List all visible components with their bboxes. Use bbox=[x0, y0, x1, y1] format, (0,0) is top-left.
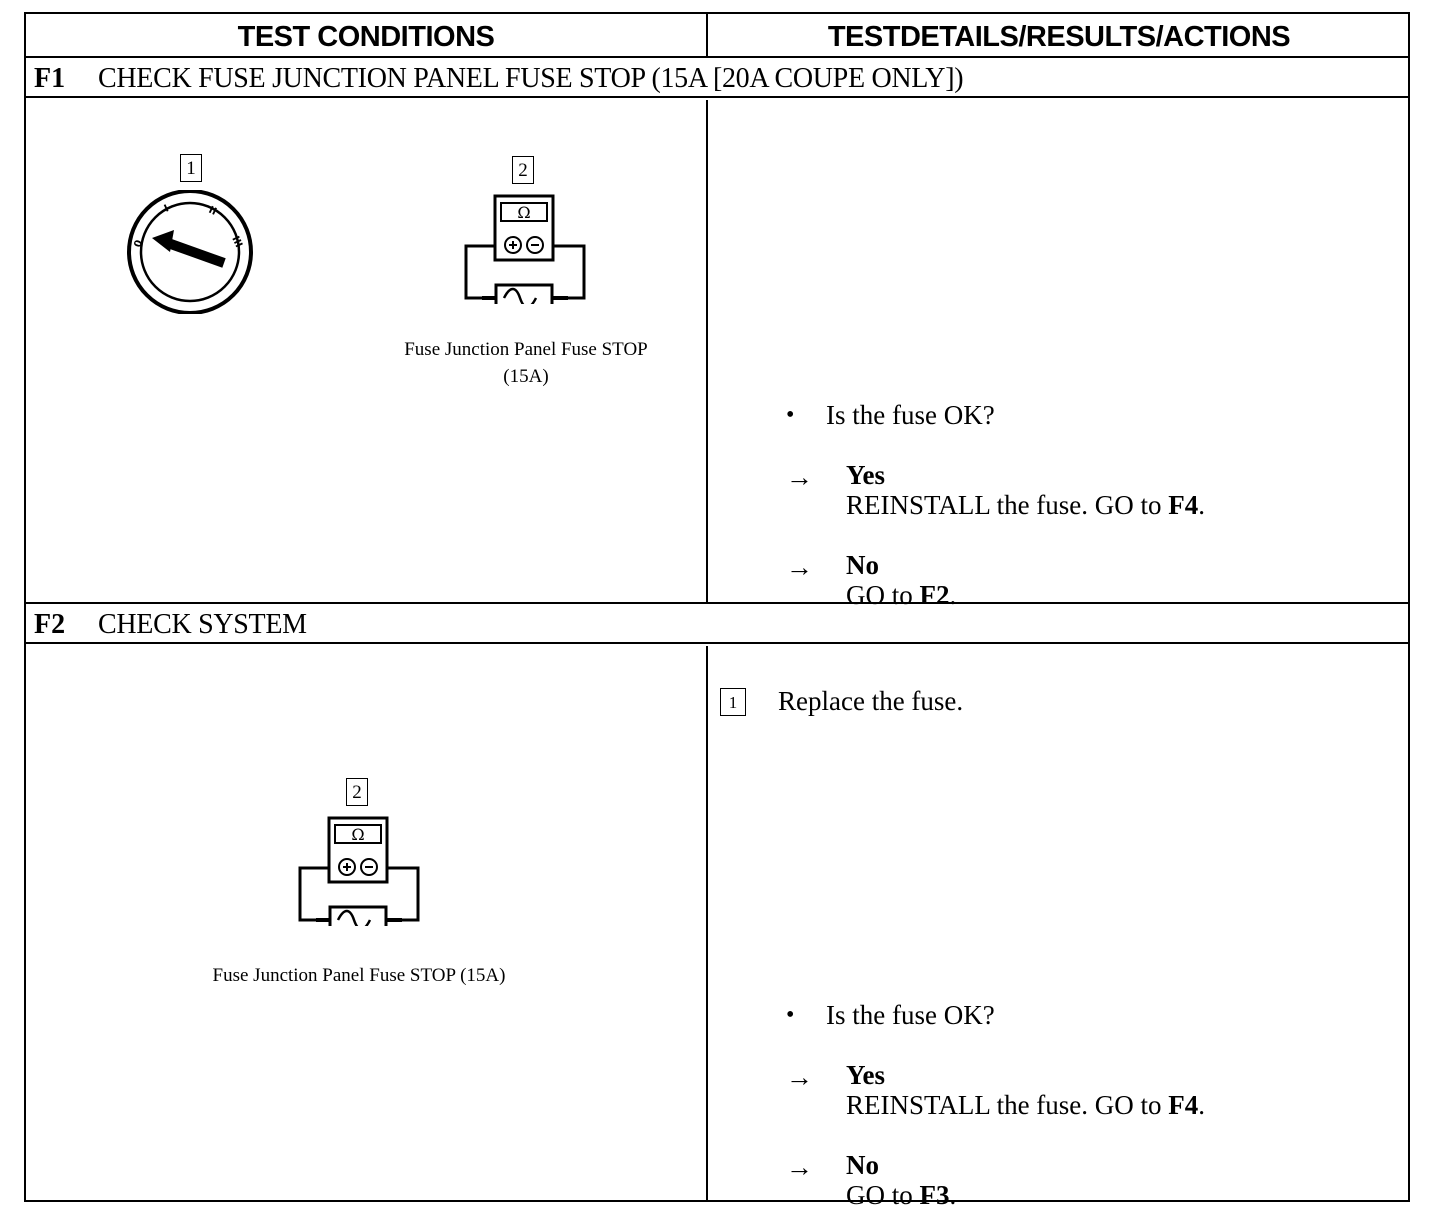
arrow-icon: → bbox=[786, 552, 813, 582]
step-f2-details: 1 Replace the fuse. • Is the fuse OK? → … bbox=[708, 646, 1410, 1210]
step-f1-conditions: 1 0 I II III 2 bbox=[26, 100, 708, 602]
step-f2-conditions: 2 Ω Fuse Ju bbox=[26, 646, 708, 1202]
step-id: F1 bbox=[34, 63, 66, 94]
bullet: • bbox=[786, 1002, 795, 1028]
step-reference: F2 bbox=[919, 580, 950, 610]
step-title: CHECK FUSE JUNCTION PANEL FUSE STOP (15A… bbox=[98, 63, 964, 94]
action-text: GO to bbox=[846, 1180, 920, 1210]
caption-line: Fuse Junction Panel Fuse STOP bbox=[404, 339, 648, 360]
ohmmeter-fuse-test-diagram: Ω bbox=[462, 194, 588, 313]
svg-text:III: III bbox=[229, 235, 244, 250]
step-reference: F4 bbox=[1168, 1090, 1199, 1120]
step-id: F2 bbox=[34, 609, 66, 640]
step-f1-title-row: F1 CHECK FUSE JUNCTION PANEL FUSE STOP (… bbox=[26, 58, 1408, 98]
bullet: • bbox=[786, 402, 795, 428]
answer-yes: Yes REINSTALL the fuse. GO to F4. bbox=[846, 460, 1205, 520]
action-text: REINSTALL the fuse. GO to bbox=[846, 490, 1169, 520]
answer-no: No GO to F3. bbox=[846, 1150, 956, 1210]
step-f2-body: 2 Ω Fuse Ju bbox=[26, 646, 1410, 1210]
answer-label: No bbox=[846, 550, 879, 580]
ignition-switch-icon: 0 I II III bbox=[127, 190, 253, 314]
answer-no: No GO to F2. bbox=[846, 550, 956, 610]
answer-action: REINSTALL the fuse. GO to F4. bbox=[846, 1090, 1205, 1120]
punctuation: . bbox=[1198, 1090, 1206, 1120]
answer-label: Yes bbox=[846, 460, 885, 490]
arrow-icon: → bbox=[786, 462, 813, 492]
punctuation: . bbox=[1198, 490, 1206, 520]
caption-line: (15A) bbox=[503, 366, 549, 387]
svg-text:0: 0 bbox=[132, 239, 145, 249]
arrow-icon: → bbox=[786, 1152, 813, 1182]
svg-text:I: I bbox=[163, 203, 171, 215]
illustration-caption: Fuse Junction Panel Fuse STOP (15A) bbox=[366, 336, 686, 390]
answer-yes: Yes REINSTALL the fuse. GO to F4. bbox=[846, 1060, 1205, 1120]
fuse-icon bbox=[494, 283, 554, 313]
ohm-symbol: Ω bbox=[351, 825, 365, 844]
step-f1-body: 1 0 I II III 2 bbox=[26, 100, 1410, 610]
step-reference: F4 bbox=[1168, 490, 1199, 520]
step-reference: F3 bbox=[919, 1180, 950, 1210]
step-number-box: 1 bbox=[720, 688, 746, 716]
action-text: REINSTALL the fuse. GO to bbox=[846, 1090, 1169, 1120]
instruction-text: Replace the fuse. bbox=[778, 686, 964, 716]
illustration-caption: Fuse Junction Panel Fuse STOP (15A) bbox=[212, 965, 506, 986]
question-text: Is the fuse OK? bbox=[826, 1000, 995, 1030]
ohm-symbol: Ω bbox=[517, 203, 531, 222]
step-title: CHECK SYSTEM bbox=[98, 609, 307, 640]
fuse-icon bbox=[328, 905, 388, 935]
illustration-number: 2 bbox=[512, 156, 534, 184]
answer-label: No bbox=[846, 1150, 879, 1180]
punctuation: . bbox=[949, 1180, 957, 1210]
header-test-conditions: TEST CONDITIONS bbox=[26, 14, 708, 58]
punctuation: . bbox=[949, 580, 957, 610]
table-header: TEST CONDITIONS TESTDETAILS/RESULTS/ACTI… bbox=[26, 14, 1408, 58]
header-test-details: TESTDETAILS/RESULTS/ACTIONS bbox=[827, 21, 1291, 53]
action-text: GO to bbox=[846, 580, 920, 610]
question-text: Is the fuse OK? bbox=[826, 400, 995, 430]
arrow-icon: → bbox=[786, 1062, 813, 1092]
step-f1-details: • Is the fuse OK? → Yes REINSTALL the fu… bbox=[708, 100, 1410, 610]
illustration-number: 1 bbox=[180, 154, 202, 182]
answer-action: GO to F2. bbox=[846, 580, 956, 610]
illustration-number: 2 bbox=[346, 778, 368, 806]
answer-action: REINSTALL the fuse. GO to F4. bbox=[846, 490, 1205, 520]
answer-action: GO to F3. bbox=[846, 1180, 956, 1210]
ohmmeter-fuse-test-diagram: Ω bbox=[296, 816, 422, 935]
answer-label: Yes bbox=[846, 1060, 885, 1090]
svg-text:II: II bbox=[207, 205, 218, 218]
step-f2-title-row: F2 CHECK SYSTEM bbox=[26, 604, 1408, 644]
diagnostic-table: TEST CONDITIONS TESTDETAILS/RESULTS/ACTI… bbox=[24, 12, 1410, 1210]
